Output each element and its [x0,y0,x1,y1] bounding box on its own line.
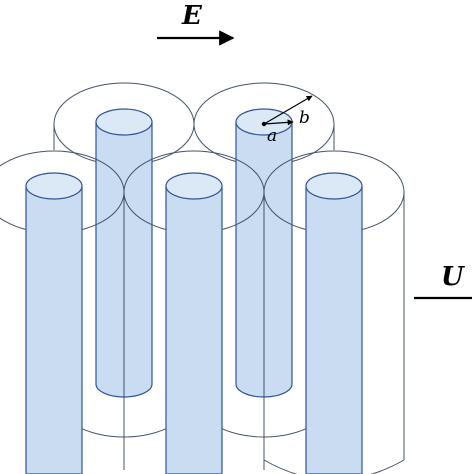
radius-indicators [261,95,313,127]
front-left-rod [25,172,83,474]
outer-radius-label: b [299,108,310,128]
inner-radius-label: a [267,126,277,146]
inner-radius-arrow [263,119,294,126]
field-label: E [181,1,203,31]
velocity-label: U [441,262,465,292]
outer-radius-arrow [263,95,313,125]
front-middle-rod [165,172,223,474]
front-right-rod [305,172,363,474]
